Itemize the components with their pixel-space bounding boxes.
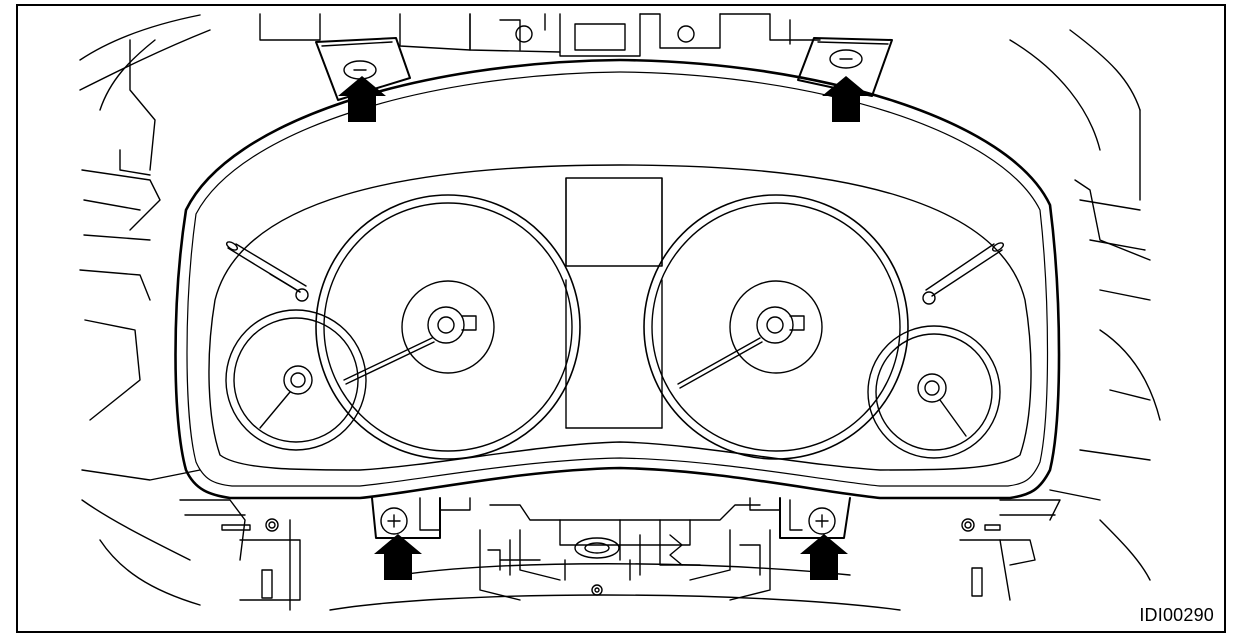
lower-left-screw-arrow bbox=[374, 534, 422, 580]
callout-arrows bbox=[338, 76, 870, 580]
lower-right-bracket bbox=[749, 497, 851, 539]
upper-left-screw-arrow bbox=[338, 76, 386, 122]
meter-housing bbox=[174, 58, 1061, 500]
lower-right-screw-arrow bbox=[800, 534, 848, 580]
lower-left-bracket bbox=[371, 497, 471, 539]
dashboard-background bbox=[79, 13, 1161, 611]
figure-border bbox=[16, 4, 1226, 633]
upper-right-screw-arrow bbox=[822, 76, 870, 122]
figure-id-label: IDI00290 bbox=[1139, 605, 1214, 625]
upper-right-bracket bbox=[797, 37, 893, 97]
combination-meter-illustration bbox=[79, 13, 1161, 611]
